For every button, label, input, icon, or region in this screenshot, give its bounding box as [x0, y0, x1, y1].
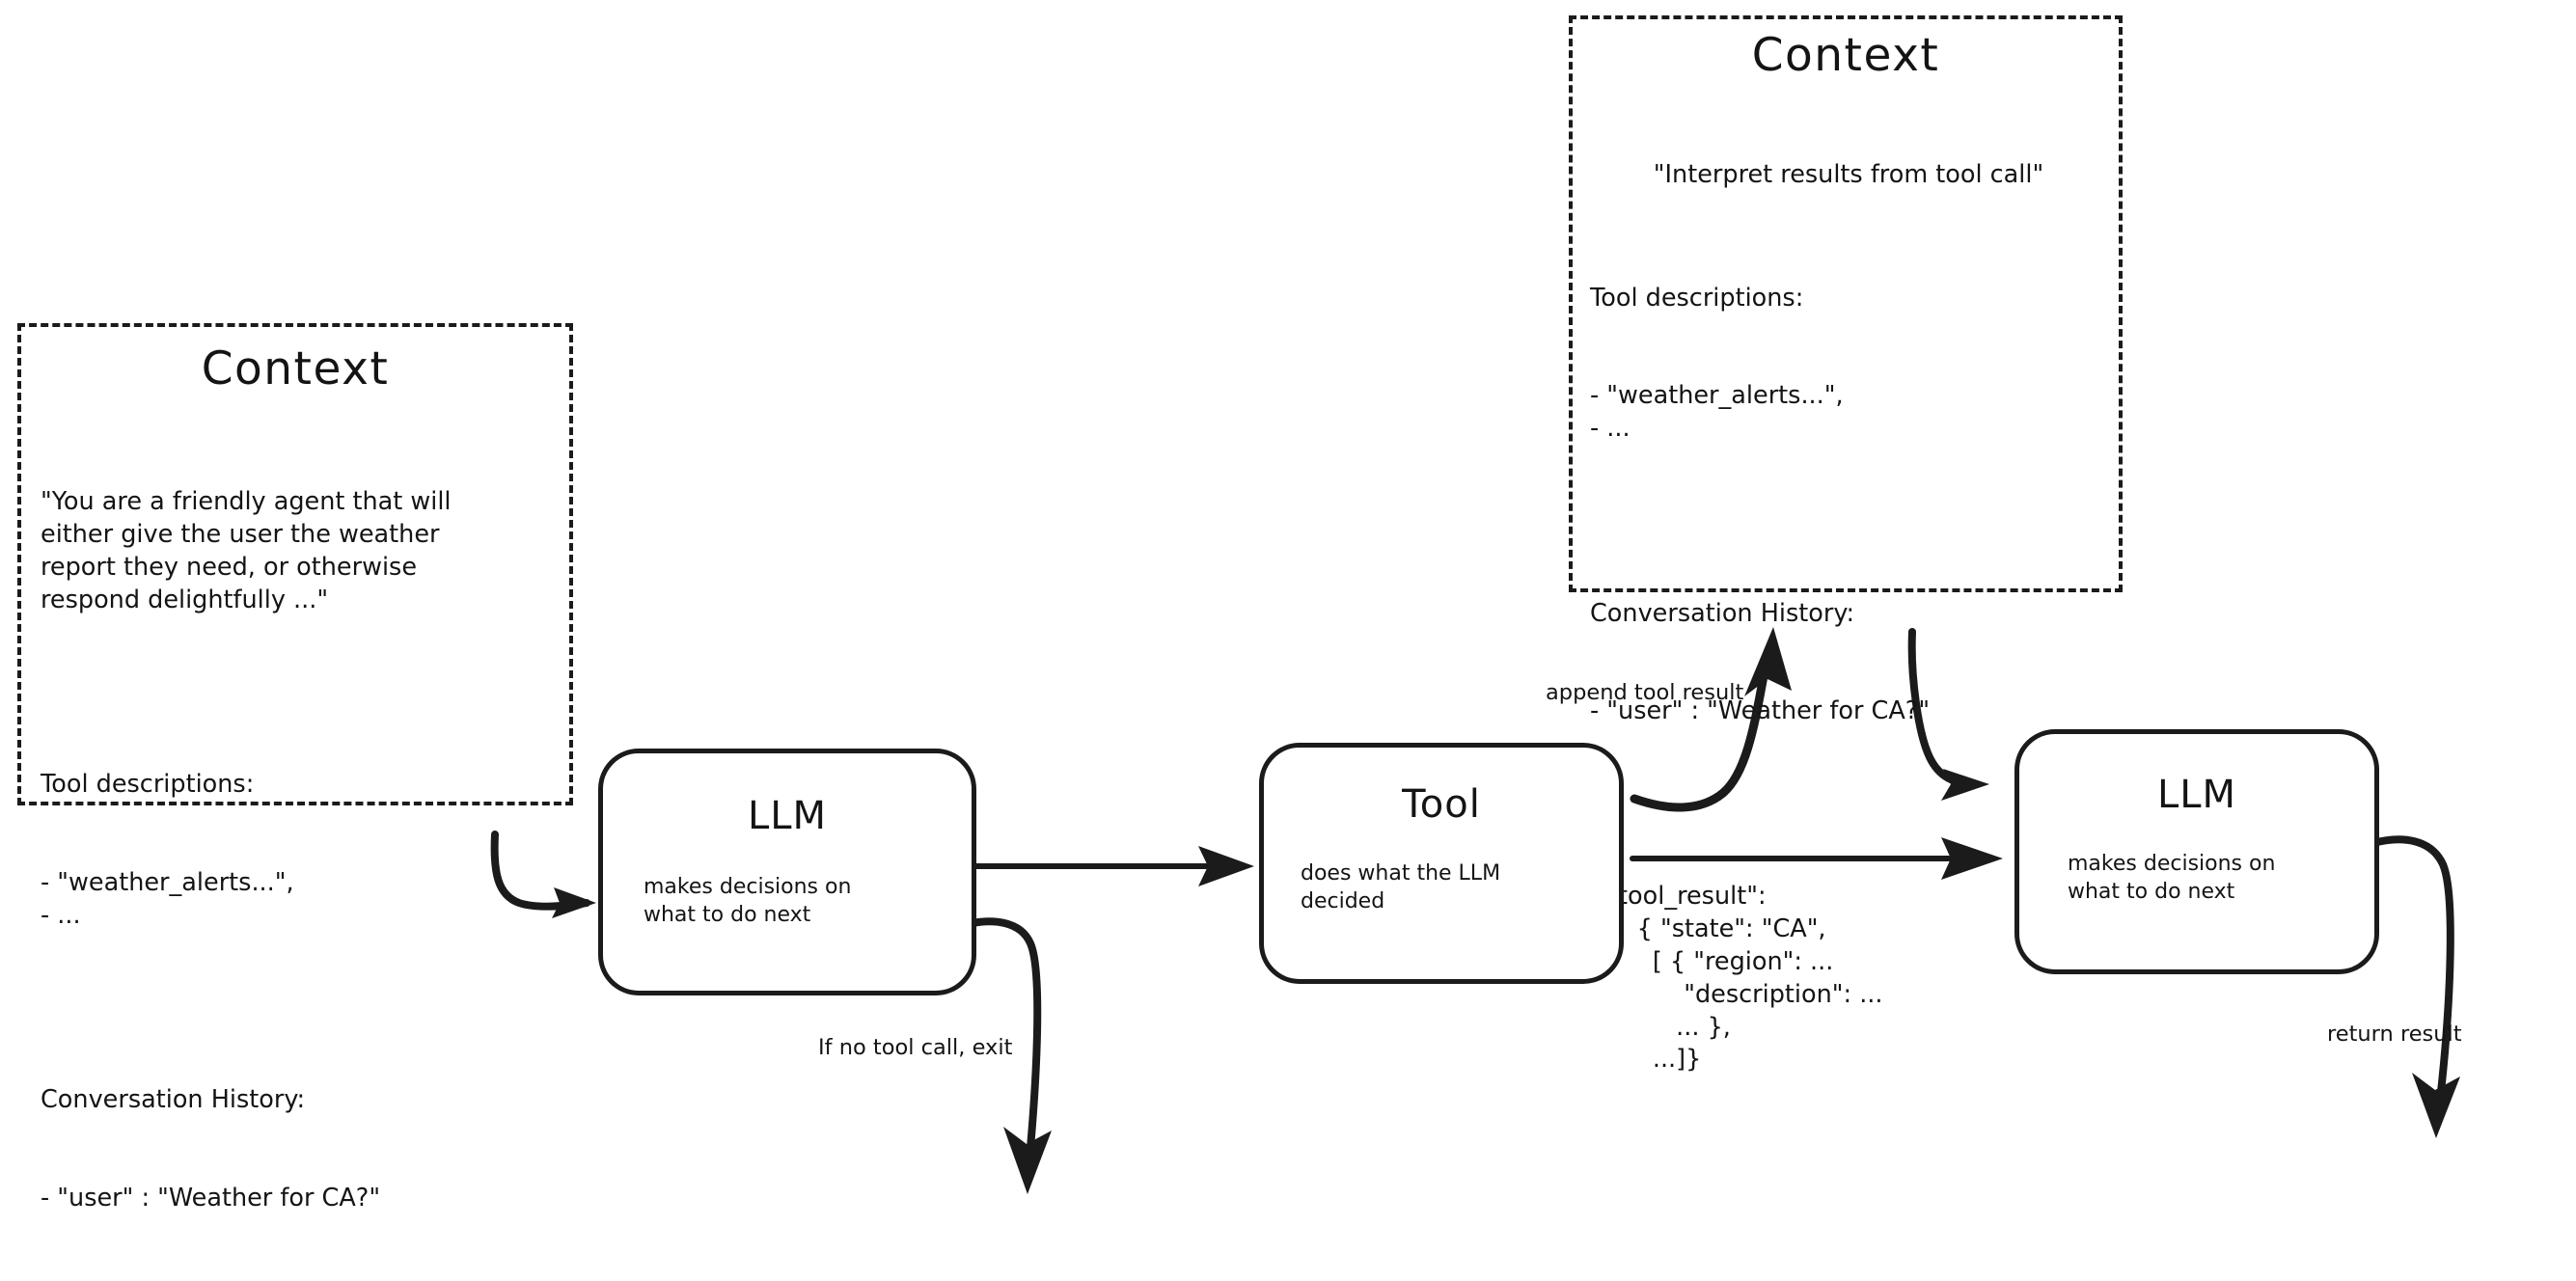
node-tool-title: Tool: [1402, 782, 1481, 827]
context-right-conversation-user: - "user" : "Weather for CA?": [1590, 696, 1931, 726]
diagram-canvas: Context "You are a friendly agent that w…: [17, 15, 2462, 1213]
node-llm-first-subtitle: makes decisions on what to do next: [644, 875, 852, 928]
context-box-left: Context "You are a friendly agent that w…: [17, 323, 573, 1213]
context-left-title: Context: [201, 342, 390, 395]
node-tool-subtitle: does what the LLM decided: [1301, 861, 1501, 914]
edge-label-append-tool-result: append tool result: [1546, 680, 1744, 705]
context-right-conversation-header: Conversation History:: [1590, 598, 1855, 628]
context-right-title: Context: [1751, 29, 1940, 82]
context-left-system-prompt: "You are a friendly agent that will eith…: [41, 486, 452, 614]
node-llm-first[interactable]: LLM makes decisions on what to do next: [598, 749, 976, 995]
node-llm-second-title: LLM: [2156, 773, 2237, 817]
context-right-tool-descriptions-header: Tool descriptions:: [1590, 283, 1804, 313]
context-right-system-prompt: "Interpret results from tool call": [1653, 159, 2044, 189]
context-left-body: "You are a friendly agent that will eith…: [21, 421, 569, 1281]
context-left-tool-descriptions-header: Tool descriptions:: [41, 770, 255, 800]
node-llm-first-title: LLM: [747, 794, 828, 838]
node-llm-second-subtitle: makes decisions on what to do next: [2068, 852, 2276, 905]
node-llm-second[interactable]: LLM makes decisions on what to do next: [2014, 729, 2379, 974]
context-right-tool-descriptions: - "weather_alerts...", - ...: [1590, 381, 1844, 444]
edge-llm1-to-tool: [968, 846, 1254, 886]
node-tool[interactable]: Tool does what the LLM decided: [1259, 743, 1624, 984]
context-right-tool-result: - "tool_result": { "state": "CA", [ { "r…: [1590, 881, 1883, 1075]
context-box-right: Context "Interpret results from tool cal…: [1569, 15, 2123, 1074]
edge-label-if-no-tool-call-exit: If no tool call, exit: [818, 1035, 1013, 1060]
context-left-tool-descriptions: - "weather_alerts...", - ...: [41, 867, 294, 930]
context-left-conversation-header: Conversation History:: [41, 1085, 306, 1115]
context-right-body: "Interpret results from tool call" Tool …: [1573, 94, 2119, 1142]
edge-llm2-return: [2370, 835, 2460, 1138]
spacer: [1590, 511, 2107, 532]
edge-label-return-result: return result: [2327, 1022, 2462, 1047]
spacer: [41, 682, 552, 703]
spacer: [41, 997, 552, 1019]
context-left-conversation: - "user" : "Weather for CA?": [41, 1183, 381, 1213]
